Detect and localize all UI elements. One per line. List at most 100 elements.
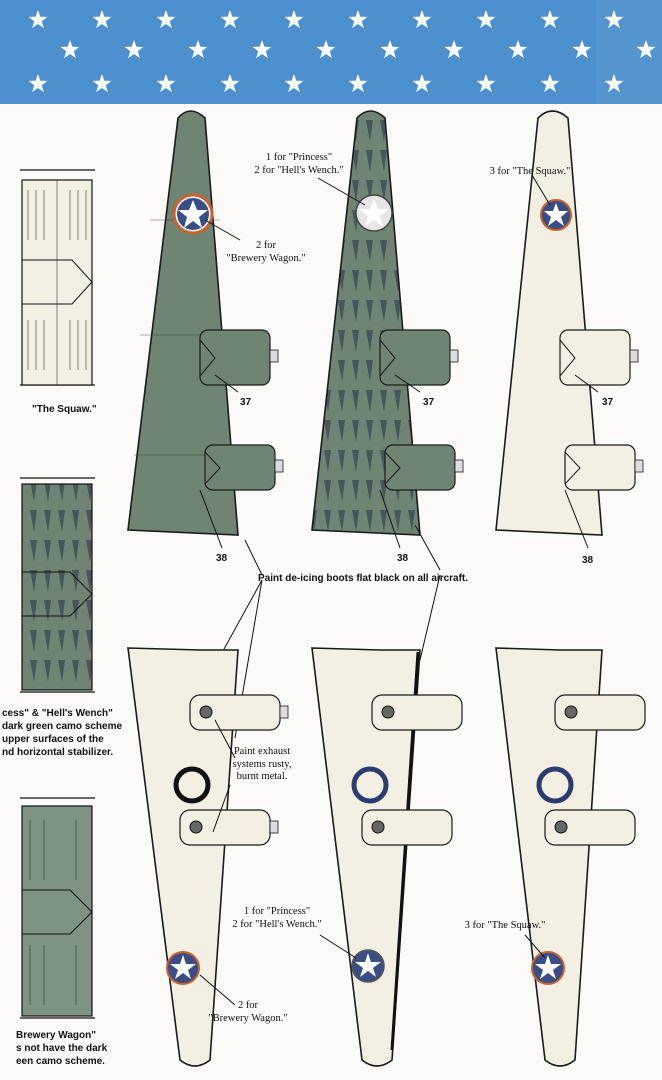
star-icon	[284, 10, 304, 29]
insignia-roundel-icon	[172, 193, 214, 235]
star-icon	[412, 74, 432, 93]
callout-lower-right: 3 for "The Squaw."	[455, 920, 555, 933]
nacelle-lower-mid-1	[371, 694, 463, 731]
star-icon	[220, 74, 240, 93]
lower-wing-middle	[311, 647, 463, 1067]
star-icon	[60, 40, 80, 59]
upper-callout-lines	[199, 174, 599, 739]
caption-line: Brewery Wagon"	[16, 1030, 96, 1041]
nacelle-upper-left-2	[204, 444, 284, 491]
side-view-squaw	[20, 169, 95, 386]
star-icon	[188, 40, 208, 59]
propeller-spinner-icon	[199, 705, 213, 719]
propeller-spinner-icon	[189, 820, 203, 834]
upper-wing-middle	[311, 110, 464, 536]
caption-line: cess" & "Hell's Wench"	[2, 708, 113, 719]
side-view-brewery	[20, 797, 95, 1019]
star-icon	[252, 40, 272, 59]
callout-line: 2 for	[255, 240, 277, 251]
callout-line: "Brewery Wagon."	[208, 1012, 288, 1024]
upper-wing-right	[495, 110, 644, 536]
upper-wing-left	[127, 110, 284, 536]
insignia-roundel-icon	[531, 951, 565, 985]
star-group	[28, 10, 656, 93]
nacelle-lower-left-2	[179, 809, 279, 846]
star-icon	[220, 10, 240, 29]
note-line: Paint exhaust	[233, 746, 291, 757]
callout-line: "Brewery Wagon."	[226, 252, 306, 264]
star-icon	[92, 74, 112, 93]
nacelle-upper-right-2	[564, 444, 644, 491]
propeller-spinner-icon	[564, 705, 578, 719]
star-icon	[348, 74, 368, 93]
caption-line: s not have the dark	[16, 1043, 108, 1054]
star-icon	[604, 74, 624, 93]
callout-upper-left: 2 for "Brewery Wagon."	[226, 240, 306, 265]
callout-lower-left: 2 for "Brewery Wagon."	[208, 1000, 288, 1025]
part-number-38: 38	[582, 555, 594, 566]
wheel-icon	[536, 766, 574, 804]
note-line: systems rusty,	[232, 758, 292, 770]
caption-line: upper surfaces of the	[2, 734, 104, 745]
part-number-38: 38	[216, 553, 228, 564]
insignia-roundel-icon	[166, 951, 200, 985]
nacelle-upper-right-1	[559, 329, 639, 386]
callout-line: 1 for "Princess"	[265, 152, 333, 163]
star-icon	[348, 10, 368, 29]
nacelle-lower-left-1	[189, 694, 289, 731]
star-icon	[156, 10, 176, 29]
caption-line: dark green camo scheme	[2, 721, 123, 732]
star-icon	[156, 74, 176, 93]
star-icon	[124, 40, 144, 59]
star-icon	[28, 74, 48, 93]
callout-line: 3 for "The Squaw."	[489, 166, 571, 177]
star-icon	[508, 40, 528, 59]
star-icon	[604, 10, 624, 29]
star-icon	[284, 74, 304, 93]
callout-line: 2 for	[237, 1000, 259, 1011]
nacelle-upper-left-1	[199, 329, 279, 386]
callout-line: 2 for "Hell's Wench."	[254, 164, 344, 176]
star-icon	[316, 40, 336, 59]
star-icon	[540, 74, 560, 93]
callout-line: 2 for "Hell's Wench."	[232, 918, 322, 930]
deicing-note: Paint de-icing boots flat black on all a…	[258, 573, 469, 584]
star-icon	[540, 10, 560, 29]
side-view-princess	[20, 477, 95, 693]
star-banner	[0, 0, 662, 104]
lower-callout-lines	[199, 719, 546, 1006]
callout-line: 3 for "The Squaw."	[464, 920, 546, 931]
nacelle-upper-mid-2	[384, 444, 464, 491]
nacelle-lower-right-1	[554, 694, 646, 731]
lower-wing-left	[127, 647, 289, 1067]
star-icon	[380, 40, 400, 59]
nacelle-lower-right-2	[544, 809, 636, 846]
caption-line: nd horizontal stabilizer.	[2, 747, 114, 758]
star-icon	[572, 40, 592, 59]
star-icon	[28, 10, 48, 29]
part-number-37: 37	[240, 397, 252, 408]
callout-line: 1 for "Princess"	[243, 906, 311, 917]
insignia-roundel-icon	[540, 199, 572, 231]
star-icon	[476, 74, 496, 93]
star-icon	[476, 10, 496, 29]
part-number-37: 37	[423, 397, 435, 408]
propeller-spinner-icon	[381, 705, 395, 719]
note-line: burnt metal.	[236, 771, 288, 782]
star-icon	[636, 40, 656, 59]
callout-upper-middle: 1 for "Princess" 2 for "Hell's Wench."	[244, 152, 354, 177]
callout-lower-middle: 1 for "Princess" 2 for "Hell's Wench."	[222, 906, 332, 931]
star-icon	[444, 40, 464, 59]
callout-upper-right: 3 for "The Squaw."	[480, 166, 580, 179]
insignia-roundel-icon	[355, 194, 393, 232]
wheel-icon	[173, 766, 211, 804]
lower-wing-right	[495, 647, 646, 1067]
star-icon	[92, 10, 112, 29]
part-number-38: 38	[397, 553, 409, 564]
propeller-spinner-icon	[371, 820, 385, 834]
part-number-37: 37	[602, 397, 614, 408]
insignia-roundel-icon	[351, 949, 385, 983]
wheel-icon	[351, 766, 389, 804]
caption-line: een camo scheme.	[16, 1056, 105, 1067]
